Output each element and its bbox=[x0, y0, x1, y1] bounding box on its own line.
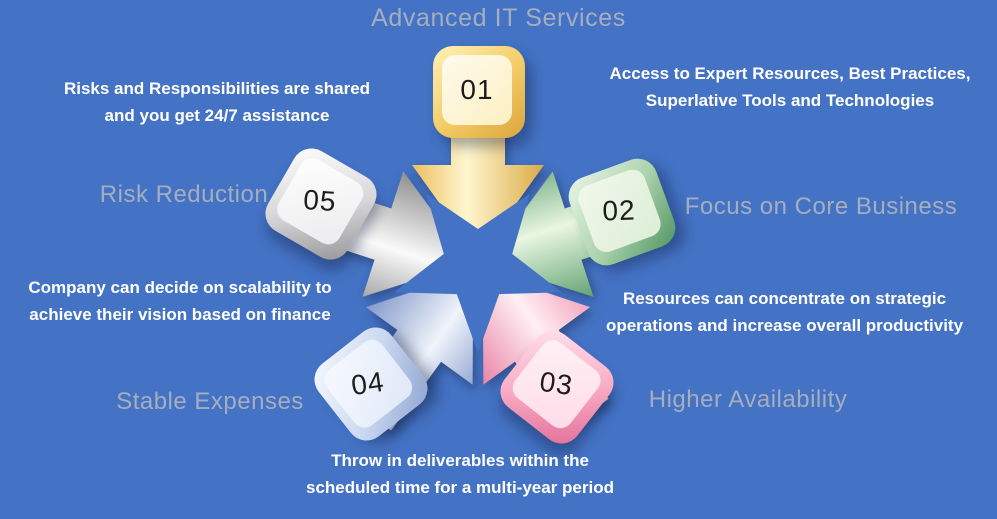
description-02-line1: Resources can concentrate on strategic bbox=[622, 289, 947, 308]
description-03-line2: scheduled time for a multi-year period bbox=[306, 478, 614, 497]
badge-02-face: 02 bbox=[574, 165, 665, 256]
description-01-line2: Superlative Tools and Technologies bbox=[645, 91, 935, 110]
description-02: Resources can concentrate on strategic o… bbox=[597, 285, 972, 339]
center-star bbox=[394, 193, 562, 353]
badge-01-face: 01 bbox=[442, 55, 512, 125]
description-02-line2: operations and increase overall producti… bbox=[605, 316, 964, 335]
label-stable-expenses: Stable Expenses bbox=[116, 388, 304, 415]
description-04: Company can decide on scalability to ach… bbox=[10, 274, 350, 328]
description-05-line1: Risks and Responsibilities are shared bbox=[63, 79, 371, 98]
description-03-line1: Throw in deliverables within the bbox=[331, 451, 589, 470]
arrow-01 bbox=[412, 80, 544, 257]
badge-02-number: 02 bbox=[602, 194, 637, 227]
label-focus-on-core-business: Focus on Core Business bbox=[684, 193, 958, 220]
badge-01: 01 bbox=[433, 46, 525, 138]
label-risk-reduction: Risk Reduction bbox=[99, 181, 269, 208]
label-higher-availability: Higher Availability bbox=[648, 386, 848, 413]
description-01: Access to Expert Resources, Best Practic… bbox=[590, 60, 990, 114]
description-05: Risks and Responsibilities are shared an… bbox=[47, 75, 387, 129]
description-01-line1: Access to Expert Resources, Best Practic… bbox=[609, 64, 971, 83]
description-04-line2: achieve their vision based on finance bbox=[29, 305, 331, 324]
description-05-line2: and you get 24/7 assistance bbox=[104, 106, 330, 125]
description-04-line1: Company can decide on scalability to bbox=[28, 278, 332, 297]
badge-04-number: 04 bbox=[349, 365, 387, 401]
badge-03-number: 03 bbox=[538, 366, 576, 402]
page-title: Advanced IT Services bbox=[371, 4, 626, 32]
badge-01-number: 01 bbox=[460, 74, 494, 105]
description-03: Throw in deliverables within the schedul… bbox=[290, 447, 630, 501]
